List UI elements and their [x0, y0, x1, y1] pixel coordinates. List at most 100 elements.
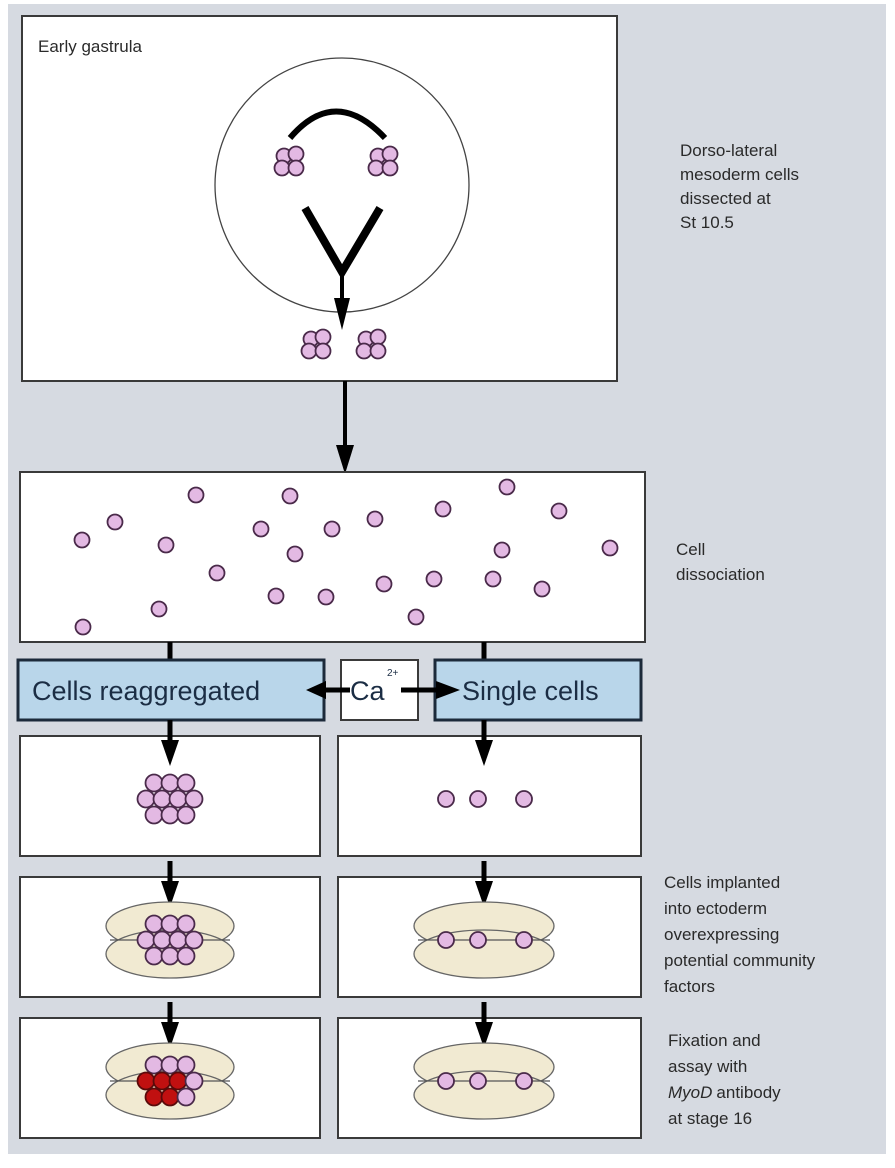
label-line: Cells implanted [664, 873, 780, 892]
myod-positive-cell [160, 1087, 180, 1107]
treatment-row: Cells reaggregated Ca 2+ Single cells [16, 658, 643, 722]
cell [160, 914, 180, 934]
cell [176, 1055, 196, 1075]
cell [160, 1055, 180, 1075]
cell [273, 159, 291, 177]
label-line: mesoderm cells [680, 165, 799, 184]
mesoderm-cluster [273, 145, 305, 177]
cell [469, 790, 487, 808]
cell [498, 478, 516, 496]
cell [493, 541, 511, 559]
single-stage-panel [337, 1002, 642, 1139]
cell [144, 773, 164, 793]
cell [160, 946, 180, 966]
aggregate-stage-panel [19, 861, 321, 998]
single-cells-box [433, 658, 643, 722]
cell [74, 618, 92, 636]
single-stage-panel [337, 720, 642, 857]
cell [484, 570, 502, 588]
arrow-right-head [436, 681, 460, 699]
label-line: dissected at [680, 189, 771, 208]
label-line: at stage 16 [668, 1109, 752, 1128]
cell [369, 328, 387, 346]
cell [106, 513, 124, 531]
cell [355, 342, 373, 360]
cell [252, 520, 270, 538]
cell [437, 1072, 455, 1090]
cell [550, 502, 568, 520]
label-dissociation: Cell dissociation [676, 540, 765, 584]
label-line: assay with [668, 1057, 747, 1076]
cell [144, 914, 164, 934]
single-cells-label: Single cells [462, 676, 599, 706]
cell [287, 145, 305, 163]
arrow-head [161, 881, 179, 907]
mesoderm-cluster [300, 328, 332, 360]
arrow-head [334, 298, 350, 330]
cell [437, 931, 455, 949]
label-line: Dorso-lateral [680, 141, 777, 160]
cell [157, 536, 175, 554]
cell [317, 588, 335, 606]
cell [184, 1071, 204, 1091]
arrow-head [475, 740, 493, 766]
single-stage-panel [337, 861, 642, 998]
panel-box [337, 735, 642, 857]
mesoderm-cluster [367, 145, 399, 177]
cell [208, 564, 226, 582]
cell [314, 342, 332, 360]
cell [176, 946, 196, 966]
panel-dissociation [19, 471, 646, 643]
cell [144, 1055, 164, 1075]
arrow-head [475, 881, 493, 907]
cell [136, 930, 156, 950]
cell [369, 342, 387, 360]
cell [434, 500, 452, 518]
label-text: antibody [716, 1083, 781, 1102]
cell [150, 600, 168, 618]
cell [469, 931, 487, 949]
myod-positive-cell [144, 1087, 164, 1107]
cell [469, 1072, 487, 1090]
arrow-left-head [306, 681, 326, 699]
cell [168, 930, 188, 950]
panel-box [19, 471, 646, 643]
aggregate-stage-panel [19, 1002, 321, 1139]
reaggregated-label: Cells reaggregated [32, 676, 260, 706]
cell [73, 531, 91, 549]
cell [160, 773, 180, 793]
myod-positive-cell [168, 1071, 188, 1091]
cell [367, 159, 385, 177]
cell [515, 790, 533, 808]
label-line: Cell [676, 540, 705, 559]
label-implant: Cells implanted into ectoderm overexpres… [664, 873, 816, 996]
myod-positive-cell [136, 1071, 156, 1091]
cell [160, 805, 180, 825]
label-line: dissociation [676, 565, 765, 584]
arrow-head [475, 1022, 493, 1048]
cell [281, 487, 299, 505]
cell [381, 145, 399, 163]
arrow-head [161, 1022, 179, 1048]
panel-early-gastrula: Early gastrula [21, 15, 618, 382]
label-line: St 10.5 [680, 213, 734, 232]
label-dissection: Dorso-lateral mesoderm cells dissected a… [680, 141, 799, 232]
cell [437, 790, 455, 808]
gene-name: MyoD [668, 1083, 712, 1102]
cell [375, 575, 393, 593]
panel-box [21, 15, 618, 382]
cell [176, 914, 196, 934]
label-line: Fixation and [668, 1031, 761, 1050]
cell [533, 580, 551, 598]
cell [152, 789, 172, 809]
cell [176, 1087, 196, 1107]
cell [136, 789, 156, 809]
label-line: into ectoderm [664, 899, 767, 918]
cell [286, 545, 304, 563]
calcium-charge: 2+ [387, 668, 399, 679]
cell [366, 510, 384, 528]
mesoderm-cluster [355, 328, 387, 360]
aggregate-stage-panel [19, 720, 321, 857]
